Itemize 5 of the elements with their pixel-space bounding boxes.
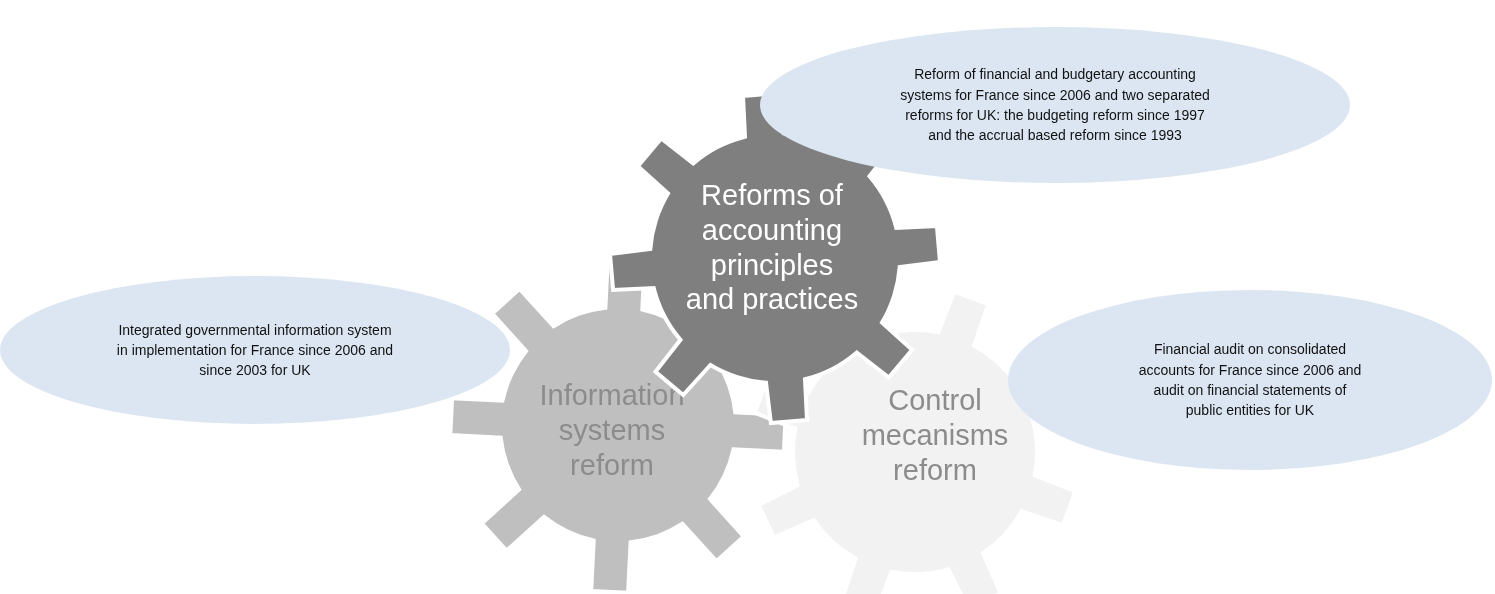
callout-text: Reform of financial and budgetary accounting systems for France since 2006 and two separated reforms for UK: the budgeting reform since 1997 and the accrual based reform since 1993 — [899, 65, 1211, 146]
gear-label: Control mecanisms reform — [860, 382, 1010, 488]
gear-label: Reforms of accounting principles and practices — [684, 178, 860, 318]
callout-text: Financial audit on consolidated accounts for France since 2006 and audit on financial statements of public entities for UK — [1137, 340, 1363, 421]
callout-text: Integrated governmental information system in implementation for France since 2006 and since 2003 for UK — [115, 320, 395, 381]
